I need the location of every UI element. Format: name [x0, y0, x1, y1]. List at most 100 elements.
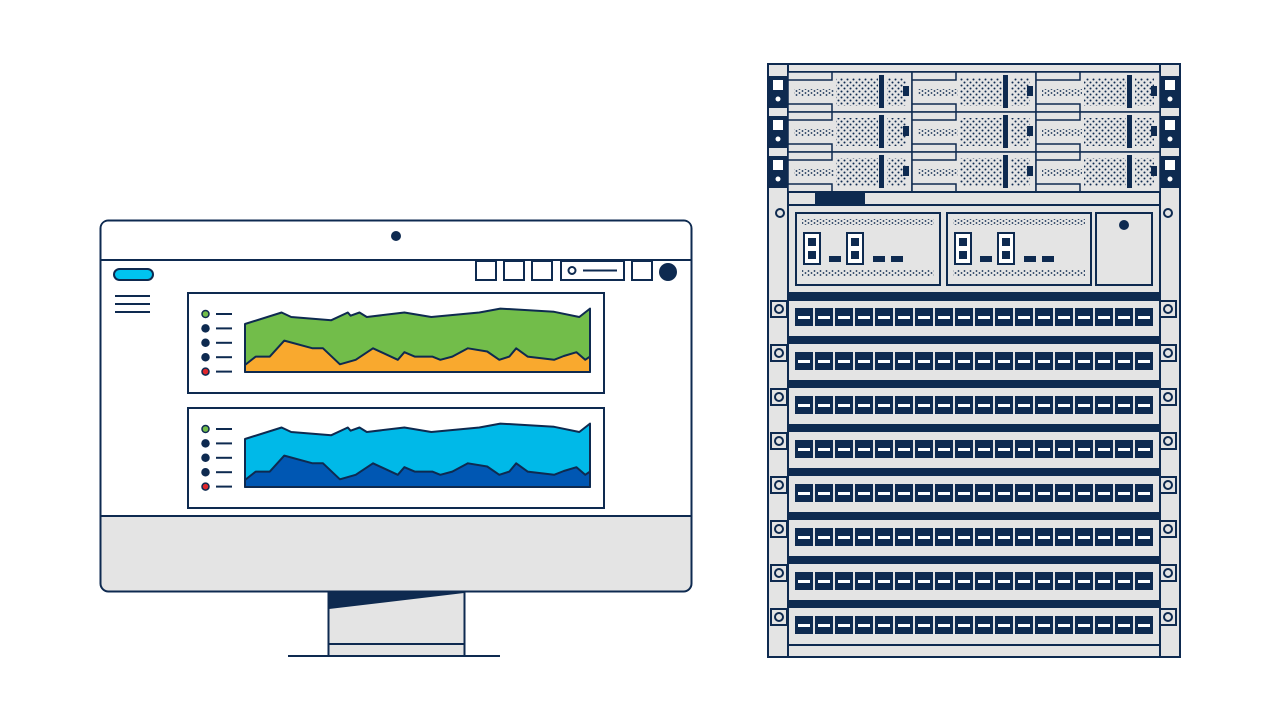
left-mount-ear: [770, 344, 788, 362]
port-latch-icon: [1138, 404, 1150, 407]
network-port[interactable]: [997, 232, 1015, 265]
port-latch-icon: [998, 404, 1010, 407]
avatar-icon[interactable]: [659, 263, 677, 281]
port-latch-icon: [838, 624, 850, 627]
drive-handle[interactable]: [1003, 115, 1008, 148]
port-latch-icon: [918, 580, 930, 583]
port-latch-icon: [858, 492, 870, 495]
drive-latch-outline: [1036, 152, 1081, 192]
port-latch-icon: [918, 536, 930, 539]
port-latch-icon: [798, 360, 810, 363]
mount-screw-icon: [774, 612, 784, 622]
port-latch-icon: [818, 404, 830, 407]
drive-bay[interactable]: [1035, 111, 1161, 153]
power-button-icon[interactable]: [1119, 220, 1129, 230]
drive-vent-dots: [887, 118, 906, 146]
drive-bay[interactable]: [787, 111, 913, 153]
ear-square-icon: [773, 80, 783, 90]
ear-screw-icon: [775, 176, 781, 182]
switch-row: [770, 512, 1177, 546]
right-mount-ear: [1159, 432, 1177, 450]
port-latch-icon: [1038, 404, 1050, 407]
port-latch-icon: [958, 624, 970, 627]
right-mount-ear: [1159, 476, 1177, 494]
port-latch-icon: [898, 404, 910, 407]
port-latch-icon: [1058, 624, 1070, 627]
storage-drive-row: [769, 111, 1179, 153]
toolbar-button-3[interactable]: [531, 260, 553, 281]
port-latch-icon: [1138, 580, 1150, 583]
port-latch-icon: [878, 580, 890, 583]
port-latch-icon: [838, 536, 850, 539]
port-latch-icon: [858, 404, 870, 407]
ear-screw-icon: [1167, 176, 1173, 182]
toolbar-button-2[interactable]: [503, 260, 525, 281]
drive-bay[interactable]: [787, 71, 913, 113]
drive-bay[interactable]: [911, 151, 1037, 193]
search-field[interactable]: [560, 260, 625, 281]
app-logo-pill[interactable]: [113, 268, 154, 281]
drive-handle[interactable]: [879, 155, 884, 188]
port-latch-icon: [1118, 492, 1130, 495]
drive-handle[interactable]: [1127, 115, 1132, 148]
drive-vent-dots: [1084, 118, 1126, 146]
drive-bay[interactable]: [1035, 71, 1161, 113]
drive-bay[interactable]: [911, 71, 1037, 113]
drive-handle[interactable]: [1127, 75, 1132, 108]
mount-screw-icon: [774, 392, 784, 402]
mount-screw-icon: [1163, 612, 1173, 622]
drive-vent-dots: [918, 169, 958, 176]
port-latch-icon: [1098, 580, 1110, 583]
drive-vent-dots: [1042, 89, 1082, 96]
drive-handle[interactable]: [1003, 75, 1008, 108]
right-mount-ear: [1159, 608, 1177, 626]
switch-divider-band: [788, 380, 1160, 388]
port-latch-icon: [998, 360, 1010, 363]
port-latch-icon: [1018, 580, 1030, 583]
ear-screw-icon: [775, 136, 781, 142]
drive-vent-dots: [960, 118, 1002, 146]
switch-row: [770, 380, 1177, 414]
port-latch-icon: [998, 448, 1010, 451]
port-latch-icon: [938, 624, 950, 627]
port-latch-icon: [1098, 448, 1110, 451]
network-port[interactable]: [954, 232, 972, 265]
drive-led: [903, 86, 909, 96]
mount-screw-icon: [774, 436, 784, 446]
ear-screw-icon: [1167, 96, 1173, 102]
port-latch-icon: [1098, 536, 1110, 539]
port-latch-icon: [918, 316, 930, 319]
port-latch-icon: [798, 492, 810, 495]
drive-vent-dots: [1135, 118, 1154, 146]
drive-bay[interactable]: [787, 151, 913, 193]
port-latch-icon: [798, 536, 810, 539]
port-latch-icon: [1038, 580, 1050, 583]
server-rack: [767, 63, 1181, 658]
toolbar-button-1[interactable]: [475, 260, 497, 281]
drive-handle[interactable]: [1127, 155, 1132, 188]
hamburger-menu-icon[interactable]: [115, 295, 150, 313]
port-latch-icon: [958, 360, 970, 363]
left-mount-ear: [770, 608, 788, 626]
right-mount-ear: [1159, 344, 1177, 362]
port-latch-icon: [1118, 536, 1130, 539]
drive-handle[interactable]: [879, 75, 884, 108]
left-mount-ear: [770, 300, 788, 318]
drive-bay[interactable]: [911, 111, 1037, 153]
right-mount-ear: [1159, 388, 1177, 406]
drive-handle[interactable]: [879, 115, 884, 148]
port-latch-icon: [1078, 492, 1090, 495]
port-latch-icon: [958, 404, 970, 407]
port-latch-icon: [938, 448, 950, 451]
drive-bay[interactable]: [1035, 151, 1161, 193]
port-jack-icon: [959, 251, 967, 259]
network-port[interactable]: [846, 232, 864, 265]
network-port[interactable]: [803, 232, 821, 265]
drive-handle[interactable]: [1003, 155, 1008, 188]
drive-latch-outline: [912, 112, 957, 152]
port-latch-icon: [878, 404, 890, 407]
port-latch-icon: [938, 536, 950, 539]
toolbar-button-4[interactable]: [631, 260, 653, 281]
port-latch-icon: [798, 624, 810, 627]
status-led: [873, 256, 885, 262]
